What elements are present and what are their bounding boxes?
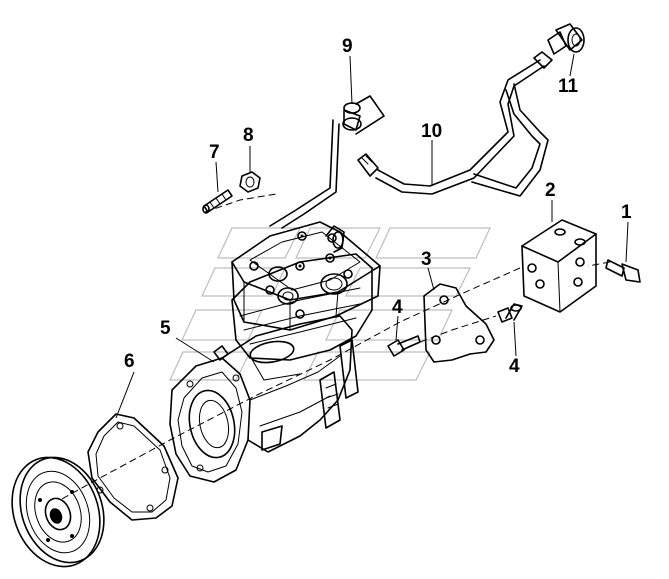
callout-4-right: 4 [509,356,520,377]
nut [239,171,261,193]
callout-3: 3 [421,249,432,270]
callout-11: 11 [558,76,579,97]
rigid-pipe [471,83,549,197]
pipe-fitting-11 [547,23,585,55]
mounting-block [521,219,597,313]
pipe-fitting-9 [269,95,385,229]
callout-7: 7 [209,142,220,163]
bolt-4-right [497,303,523,323]
callout-2: 2 [545,180,556,201]
assembly-axis-lines [59,193,611,501]
callout-6: 6 [124,351,135,372]
bolt-4-left [387,335,421,357]
bolt-1 [605,259,641,283]
air-compressor [169,221,381,483]
callout-1: 1 [621,202,632,223]
callout-9: 9 [342,36,353,57]
callout-labels: 1 2 3 4 4 5 6 7 8 9 10 11 [124,36,632,377]
leader-lines [115,53,629,419]
callout-8: 8 [243,125,254,146]
flexible-hose [357,51,553,195]
callout-5: 5 [160,318,171,339]
drive-disc [11,456,105,568]
stud-bolt [202,189,233,214]
callout-4-left: 4 [392,297,403,318]
callout-10: 10 [421,121,442,142]
gasket [87,413,179,521]
bracket [423,283,495,363]
